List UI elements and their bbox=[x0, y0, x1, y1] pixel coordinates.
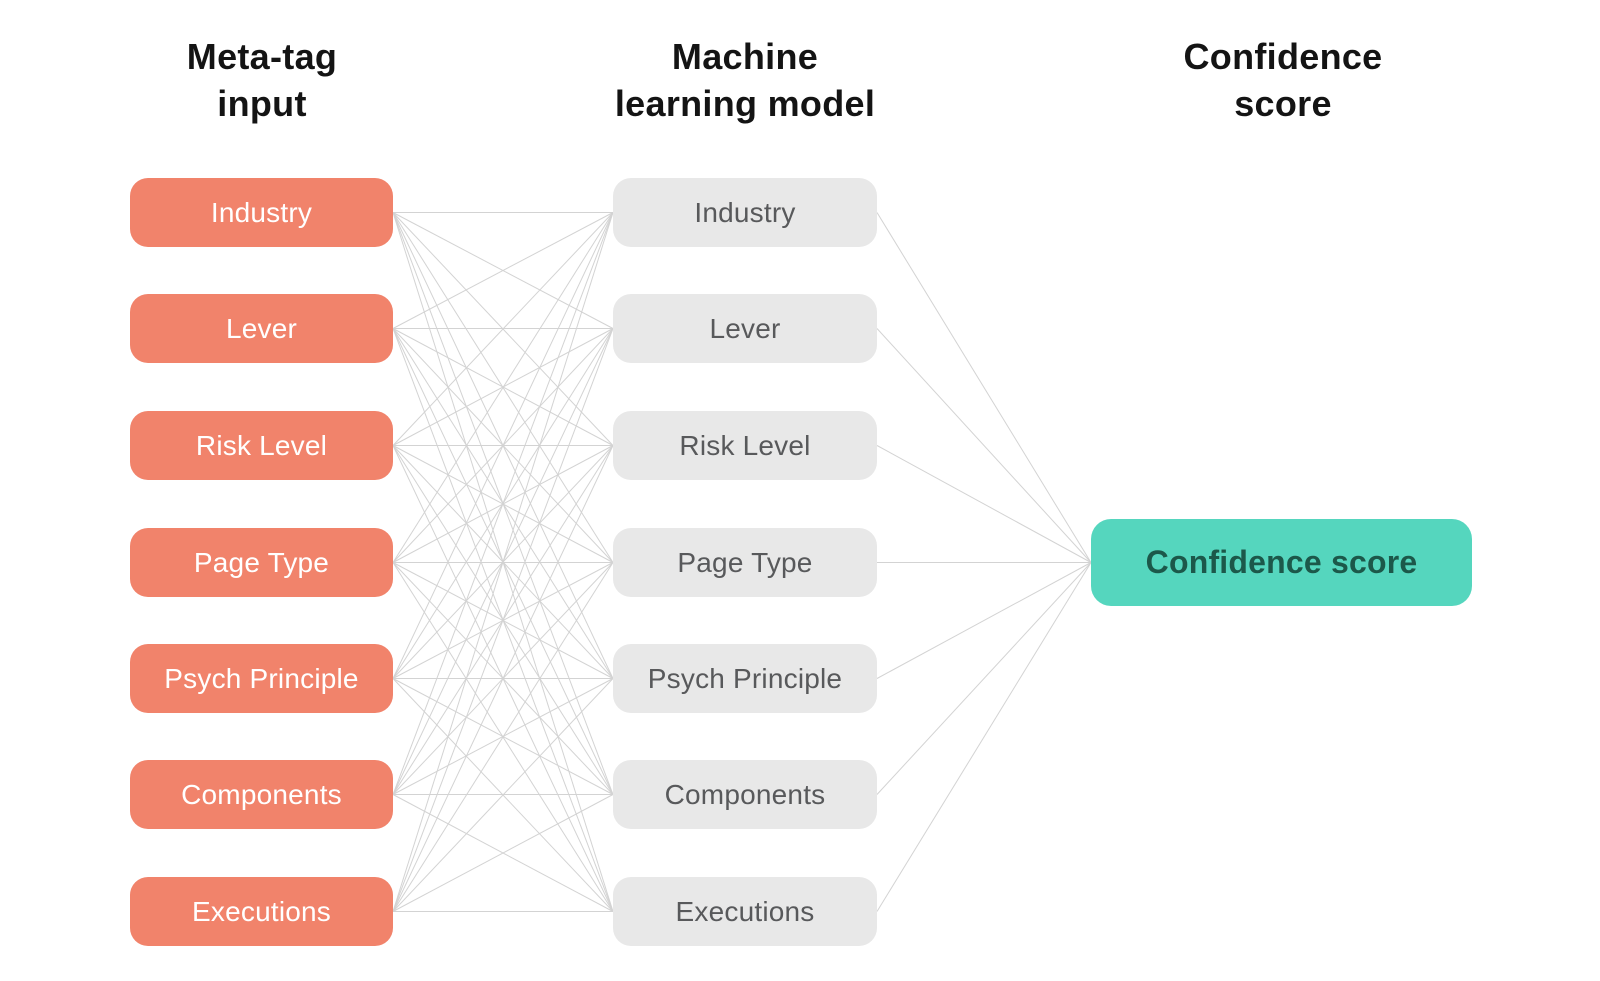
output-node-confidence-score: Confidence score bbox=[1091, 519, 1472, 606]
input-node-page-type: Page Type bbox=[130, 528, 393, 597]
model-node-psych-principle: Psych Principle bbox=[613, 644, 877, 713]
input-column-heading-line1: Meta-tag bbox=[186, 36, 338, 77]
output-column-heading: Confidence score bbox=[1073, 33, 1493, 127]
input-node-components: Components bbox=[130, 760, 393, 829]
output-column-heading-line1: Confidence bbox=[1183, 36, 1383, 77]
input-node-executions: Executions bbox=[130, 877, 393, 946]
input-node-psych-principle: Psych Principle bbox=[130, 644, 393, 713]
output-column-heading-line2: score bbox=[1234, 83, 1332, 124]
input-column-heading-line2: input bbox=[217, 83, 307, 124]
input-node-lever: Lever bbox=[130, 294, 393, 363]
model-column-heading-line2: learning model bbox=[614, 83, 876, 124]
model-node-industry: Industry bbox=[613, 178, 877, 247]
model-node-lever: Lever bbox=[613, 294, 877, 363]
model-node-executions: Executions bbox=[613, 877, 877, 946]
model-column-heading: Machine learning model bbox=[535, 33, 955, 127]
model-node-page-type: Page Type bbox=[613, 528, 877, 597]
input-column-heading: Meta-tag input bbox=[52, 33, 472, 127]
model-node-risk-level: Risk Level bbox=[613, 411, 877, 480]
input-node-industry: Industry bbox=[130, 178, 393, 247]
model-node-components: Components bbox=[613, 760, 877, 829]
input-node-risk-level: Risk Level bbox=[130, 411, 393, 480]
model-column-heading-line1: Machine bbox=[671, 36, 819, 77]
